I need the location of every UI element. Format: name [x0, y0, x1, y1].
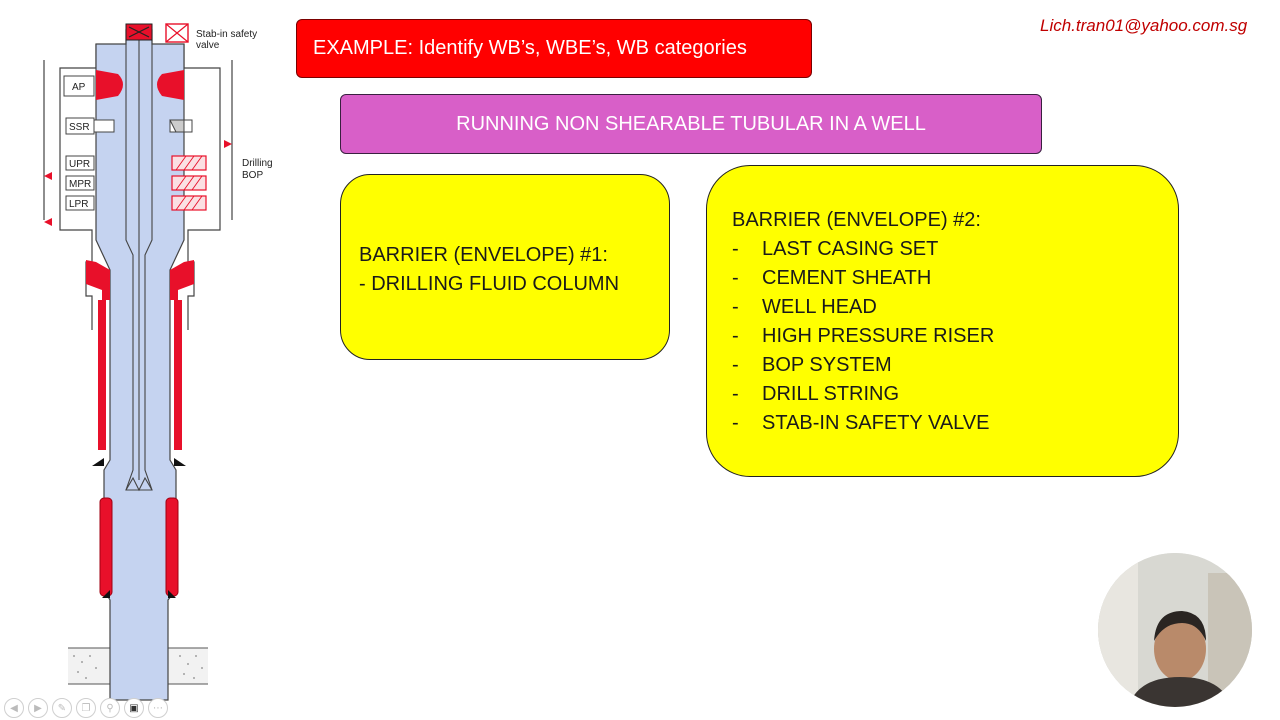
- stab-in-label-2: valve: [196, 40, 220, 51]
- more-icon[interactable]: ⋯: [148, 698, 168, 718]
- drilling-bop-label-1: Drilling: [242, 158, 273, 169]
- slide-title-text: EXAMPLE: Identify WB’s, WBE’s, WB catego…: [313, 37, 747, 59]
- barrier-2-heading: BARRIER (ENVELOPE) #2:: [732, 209, 981, 231]
- barrier-2-item: WELL HEAD: [762, 296, 877, 318]
- wellhead-casing: [86, 260, 194, 450]
- bullet-dash: -: [732, 325, 739, 347]
- search-icon[interactable]: ⚲: [100, 698, 120, 718]
- bullet-dash: -: [732, 354, 739, 376]
- slide-subtitle-text: RUNNING NON SHEARABLE TUBULAR IN A WELL: [456, 112, 926, 135]
- presenter-avatar: [1098, 553, 1252, 707]
- mpr-label: MPR: [69, 179, 91, 190]
- list-item: - LAST CASING SET: [732, 235, 1178, 264]
- upr-label: UPR: [69, 159, 90, 170]
- barrier-2-item: HIGH PRESSURE RISER: [762, 325, 995, 347]
- bullet-dash: -: [732, 238, 739, 260]
- casing-shoe: [92, 458, 186, 598]
- ap-label: AP: [72, 82, 86, 93]
- kill-choke-arrows: [44, 140, 232, 226]
- slide-title: EXAMPLE: Identify WB’s, WBE’s, WB catego…: [296, 19, 812, 78]
- camera-icon[interactable]: ▣: [124, 698, 144, 718]
- drilling-bop-label-2: BOP: [242, 170, 263, 181]
- presenter-webcam: [1098, 553, 1252, 707]
- slideshow-toolbar: ◀ ▶ ✎ ❐ ⚲ ▣ ⋯: [4, 698, 204, 718]
- barrier-envelope-1: BARRIER (ENVELOPE) #1: - DRILLING FLUID …: [340, 174, 670, 360]
- list-item: - WELL HEAD: [732, 293, 1178, 322]
- barrier-2-item: BOP SYSTEM: [762, 354, 892, 376]
- next-icon[interactable]: ▶: [28, 698, 48, 718]
- cement-sheath: [99, 497, 179, 597]
- list-item: - DRILL STRING: [732, 380, 1178, 409]
- shear-seal-ram: SSR: [65, 117, 193, 135]
- pipe-rams: UPR MPR LPR Drilling BOP: [65, 155, 273, 211]
- bop-housing: [43, 44, 233, 330]
- lpr-label: LPR: [69, 199, 88, 210]
- list-item: - CEMENT SHEATH: [732, 264, 1178, 293]
- prev-icon[interactable]: ◀: [4, 698, 24, 718]
- ssr-label: SSR: [69, 122, 90, 133]
- bullet-dash: -: [732, 383, 739, 405]
- author-email: Lich.tran01@yahoo.com.sg: [1040, 16, 1248, 35]
- stab-in-label-1: Stab-in safety: [196, 29, 257, 40]
- bullet-dash: -: [732, 412, 739, 434]
- pen-icon[interactable]: ✎: [52, 698, 72, 718]
- bullet-dash: -: [732, 296, 739, 318]
- barrier-1-item: - DRILLING FLUID COLUMN: [359, 273, 620, 295]
- barrier-2-list: - LAST CASING SET - CEMENT SHEATH - WELL HE…: [732, 235, 1178, 438]
- list-item: - BOP SYSTEM: [732, 351, 1178, 380]
- bullet-dash: -: [732, 267, 739, 289]
- barrier-2-item: CEMENT SHEATH: [762, 267, 932, 289]
- barrier-1-heading: BARRIER (ENVELOPE) #1:: [359, 244, 608, 266]
- barrier-2-item: STAB-IN SAFETY VALVE: [762, 412, 990, 434]
- annular-preventer: AP: [63, 70, 184, 100]
- barrier-2-item: LAST CASING SET: [762, 238, 939, 260]
- stab-in-safety-valve: Stab-in safety valve: [125, 23, 257, 51]
- list-item: - STAB-IN SAFETY VALVE: [732, 409, 1178, 438]
- slide-subtitle: RUNNING NON SHEARABLE TUBULAR IN A WELL: [340, 94, 1042, 154]
- barrier-envelope-2: BARRIER (ENVELOPE) #2: - LAST CASING SET …: [706, 165, 1179, 477]
- list-item: - HIGH PRESSURE RISER: [732, 322, 1178, 351]
- barrier-2-item: DRILL STRING: [762, 383, 900, 405]
- drill-string: [125, 40, 153, 492]
- well-barrier-diagram: Stab-in safety valve AP SSR UPR MPR LPR …: [43, 23, 273, 701]
- copy-icon[interactable]: ❐: [76, 698, 96, 718]
